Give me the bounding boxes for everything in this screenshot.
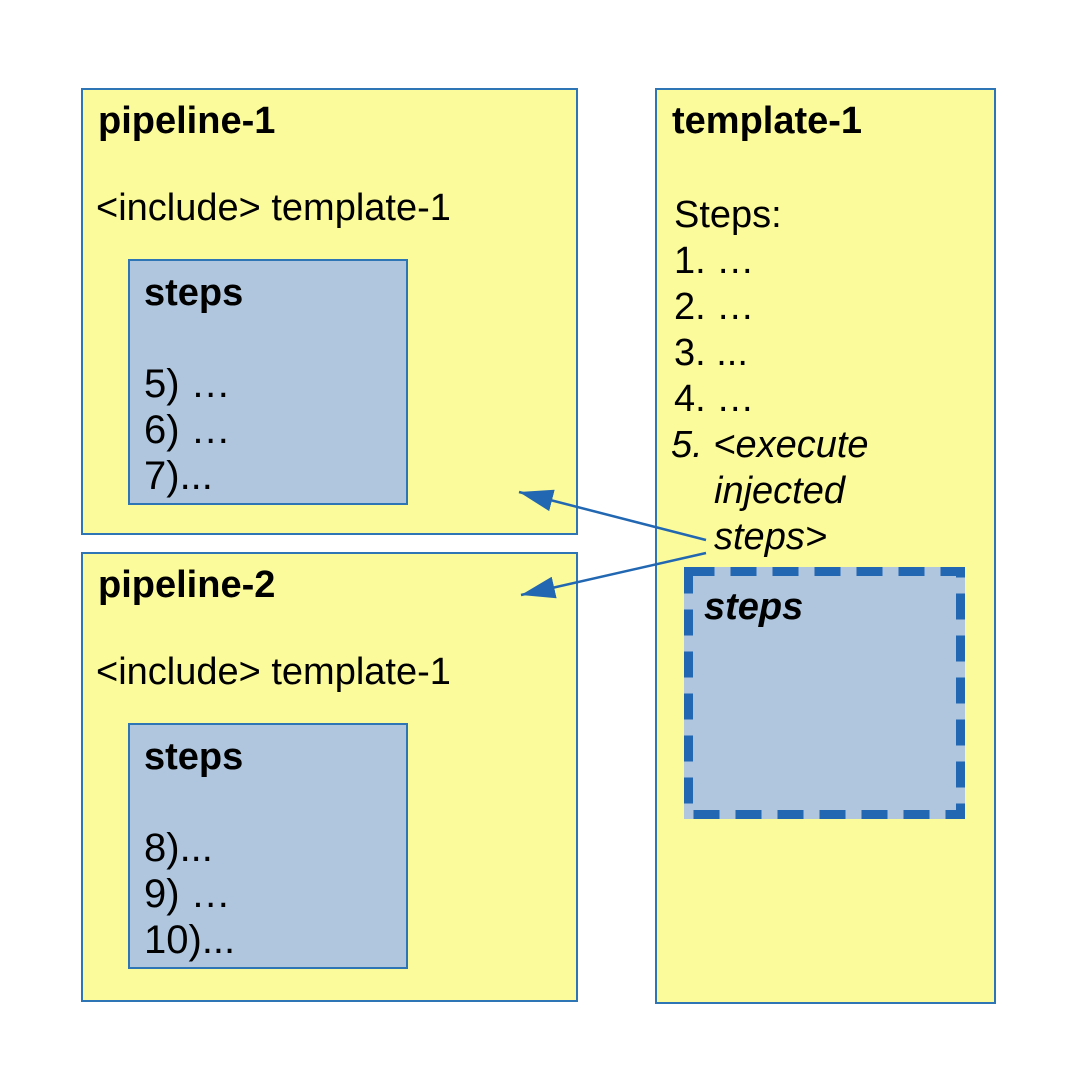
- template-step-item: 4. …: [674, 378, 755, 420]
- pipeline-1-box: pipeline-1 <include> template-1 steps 5)…: [81, 88, 578, 535]
- pipeline-2-step-item: 8)...: [144, 826, 213, 870]
- pipeline-1-title: pipeline-1: [98, 100, 276, 142]
- pipeline-1-steps-items: 5) … 6) … 7)...: [144, 361, 231, 499]
- template-dashed-steps-label: steps: [704, 586, 804, 628]
- template-steps-heading: Steps:: [674, 194, 782, 236]
- pipeline-2-title: pipeline-2: [98, 564, 276, 606]
- pipeline-2-steps-items: 8)... 9) … 10)...: [144, 825, 235, 963]
- template-dashed-steps-box: steps: [684, 567, 965, 819]
- template-step-item: 2. …: [674, 286, 755, 328]
- template-step-item: 3. ...: [674, 332, 748, 374]
- pipeline-2-steps-box: steps 8)... 9) … 10)...: [128, 723, 408, 969]
- pipeline-2-step-item: 10)...: [144, 918, 236, 962]
- pipeline-1-steps-label: steps: [144, 272, 244, 314]
- template-step-item: 1. …: [674, 240, 755, 282]
- pipeline-1-include-line: <include> template-1: [96, 187, 451, 229]
- pipeline-2-include-line: <include> template-1: [96, 651, 451, 693]
- template-1-title: template-1: [672, 100, 863, 142]
- pipeline-1-step-item: 6) …: [144, 408, 231, 452]
- pipeline-2-box: pipeline-2 <include> template-1 steps 8)…: [81, 552, 578, 1002]
- pipeline-2-steps-label: steps: [144, 736, 244, 778]
- template-injected-step: 5. <execute injected steps>: [671, 424, 869, 558]
- template-steps-list: Steps: 1. … 2. … 3. ... 4. …: [674, 192, 782, 422]
- dashed-border: [684, 567, 965, 819]
- pipeline-1-steps-box: steps 5) … 6) … 7)...: [128, 259, 408, 505]
- pipeline-1-step-item: 7)...: [144, 454, 213, 498]
- pipeline-1-step-item: 5) …: [144, 362, 231, 406]
- template-1-box: template-1 Steps: 1. … 2. … 3. ... 4. … …: [655, 88, 996, 1004]
- pipeline-2-step-item: 9) …: [144, 872, 231, 916]
